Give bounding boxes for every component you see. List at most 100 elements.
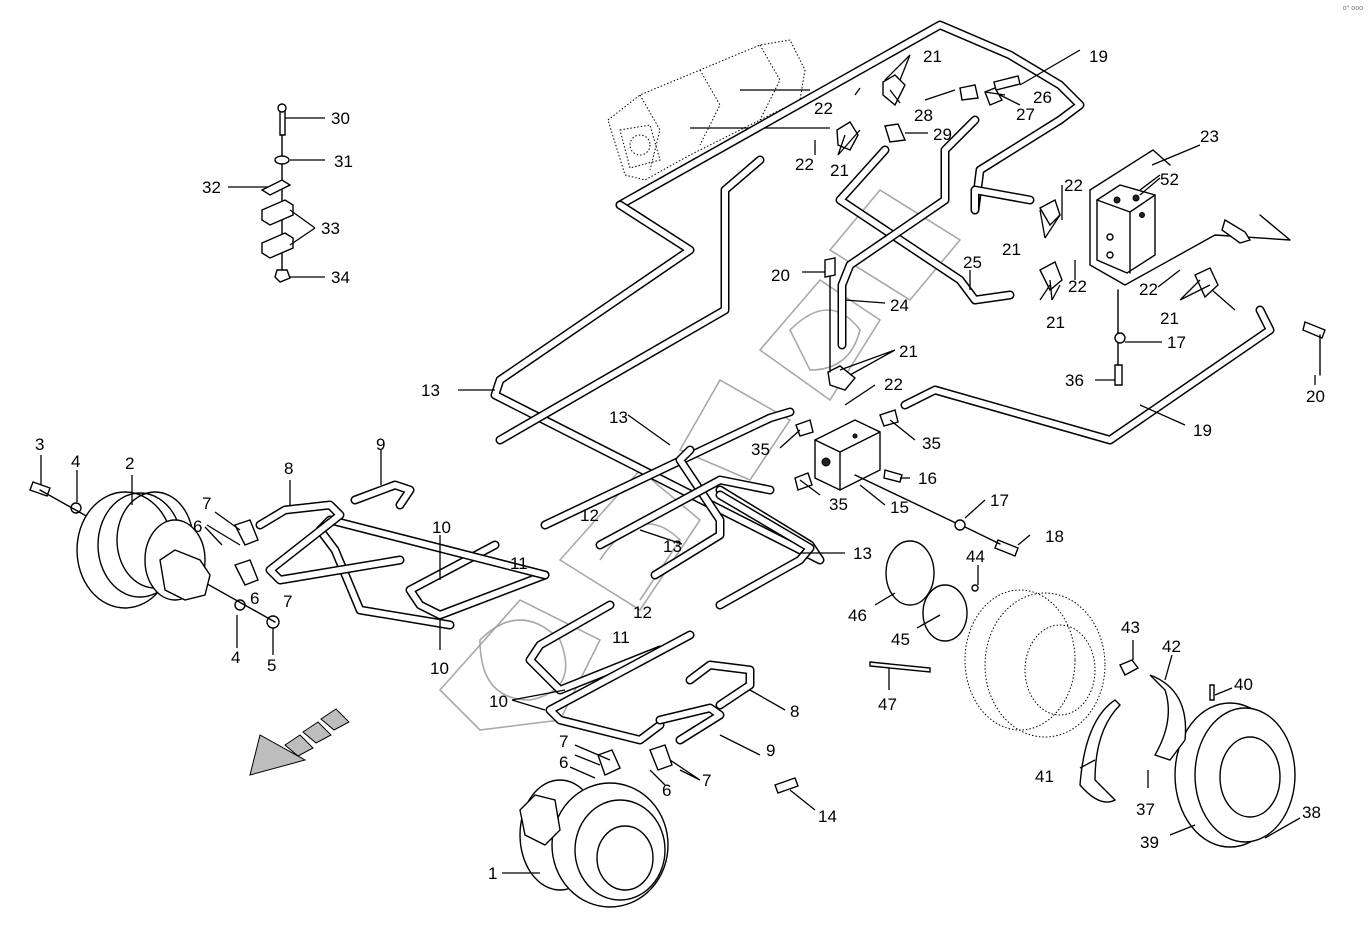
callout-5: 5 <box>267 656 276 675</box>
callout-45: 45 <box>891 630 910 649</box>
callout-19: 19 <box>1193 421 1212 440</box>
callout-11: 11 <box>612 628 630 647</box>
tube-19-upper <box>615 20 1085 215</box>
callout-21: 21 <box>899 342 918 361</box>
callout-22: 22 <box>1064 176 1083 195</box>
callout-20: 20 <box>771 266 790 285</box>
callout-7: 7 <box>283 592 292 611</box>
callout-8: 8 <box>790 702 799 721</box>
drive-motor-left <box>76 491 211 609</box>
callout-7: 7 <box>559 732 568 751</box>
pump-unit <box>607 39 806 181</box>
callout-22: 22 <box>814 99 833 118</box>
callout-38: 38 <box>1302 803 1321 822</box>
leader-lines <box>40 49 1316 874</box>
callout-6: 6 <box>559 753 568 772</box>
callout-21: 21 <box>1002 240 1021 259</box>
callout-6: 6 <box>193 517 202 536</box>
callout-27: 27 <box>1016 105 1035 124</box>
callout-35: 35 <box>751 440 770 459</box>
callout-9: 9 <box>376 435 385 454</box>
callout-21: 21 <box>1046 313 1065 332</box>
callout-12: 12 <box>580 506 599 525</box>
callout-17: 17 <box>1167 333 1186 352</box>
callout-19: 19 <box>1089 47 1108 66</box>
callout-21: 21 <box>830 161 849 180</box>
callout-44: 44 <box>966 547 985 566</box>
callout-40: 40 <box>1234 675 1253 694</box>
callout-52: 52 <box>1160 170 1179 189</box>
callout-37: 37 <box>1136 800 1155 819</box>
callout-6: 6 <box>662 781 671 800</box>
callout-13: 13 <box>609 408 628 427</box>
brake-drum <box>1174 702 1296 848</box>
callout-22: 22 <box>1068 277 1087 296</box>
callout-18: 18 <box>1045 527 1064 546</box>
valve-block <box>1089 149 1291 286</box>
tube-13-left <box>490 155 825 565</box>
forward-direction-arrow <box>249 708 350 776</box>
callout-22: 22 <box>795 155 814 174</box>
callout-39: 39 <box>1140 833 1159 852</box>
flange-fittings <box>234 74 1219 776</box>
cover-parts <box>869 540 979 673</box>
callout-11: 11 <box>510 554 528 573</box>
callout-4: 4 <box>71 452 80 471</box>
callout-16: 16 <box>918 469 937 488</box>
callout-36: 36 <box>1065 371 1084 390</box>
callout-13: 13 <box>421 381 440 400</box>
callout-15: 15 <box>890 498 909 517</box>
callout-22: 22 <box>884 375 903 394</box>
callout-14: 14 <box>818 807 837 826</box>
callout-26: 26 <box>1033 88 1052 107</box>
callout-30: 30 <box>331 109 350 128</box>
callout-9: 9 <box>766 741 775 760</box>
callout-21: 21 <box>1160 309 1179 328</box>
callout-42: 42 <box>1162 637 1181 656</box>
callout-24: 24 <box>890 296 909 315</box>
tube-19-lower <box>900 305 1275 445</box>
tube-24 <box>835 115 1035 350</box>
callout-13: 13 <box>663 537 682 556</box>
brake-shoes <box>1079 659 1215 803</box>
callout-labels: 1 2 3 4 4 5 6 6 6 6 7 7 7 7 8 8 9 9 10 1… <box>35 47 1325 883</box>
callout-25: 25 <box>963 253 982 272</box>
callout-31: 31 <box>334 152 353 171</box>
callout-28: 28 <box>914 106 933 125</box>
callout-33: 33 <box>321 219 340 238</box>
callout-34: 34 <box>331 268 350 287</box>
callout-21: 21 <box>923 47 942 66</box>
callout-43: 43 <box>1121 618 1140 637</box>
corner-mark: oᐤ ooo <box>1342 5 1363 12</box>
callout-1: 1 <box>488 864 497 883</box>
callout-22: 22 <box>1139 280 1158 299</box>
distributor-block <box>814 419 881 491</box>
callout-10: 10 <box>489 692 508 711</box>
drive-motor-bottom <box>519 779 669 908</box>
callout-41: 41 <box>1035 767 1054 786</box>
callout-12: 12 <box>633 603 652 622</box>
drive-motor-right-ghost <box>964 589 1106 738</box>
callout-13: 13 <box>853 544 872 563</box>
callout-47: 47 <box>878 695 897 714</box>
callout-6: 6 <box>250 589 259 608</box>
callout-8: 8 <box>284 459 293 478</box>
callout-20: 20 <box>1306 387 1325 406</box>
callout-32: 32 <box>202 178 221 197</box>
callout-10: 10 <box>432 518 451 537</box>
callout-29: 29 <box>933 125 952 144</box>
callout-2: 2 <box>125 454 134 473</box>
callout-7: 7 <box>702 771 711 790</box>
tube-clamp-assembly <box>260 103 294 283</box>
tube-9 <box>350 480 725 745</box>
watermark <box>438 188 962 731</box>
callout-17: 17 <box>990 491 1009 510</box>
callout-35: 35 <box>922 434 941 453</box>
callout-3: 3 <box>35 435 44 454</box>
callout-10: 10 <box>430 659 449 678</box>
callout-4: 4 <box>231 648 240 667</box>
tube-13-middle <box>540 407 815 610</box>
callout-46: 46 <box>848 606 867 625</box>
tube-10 <box>315 515 695 745</box>
